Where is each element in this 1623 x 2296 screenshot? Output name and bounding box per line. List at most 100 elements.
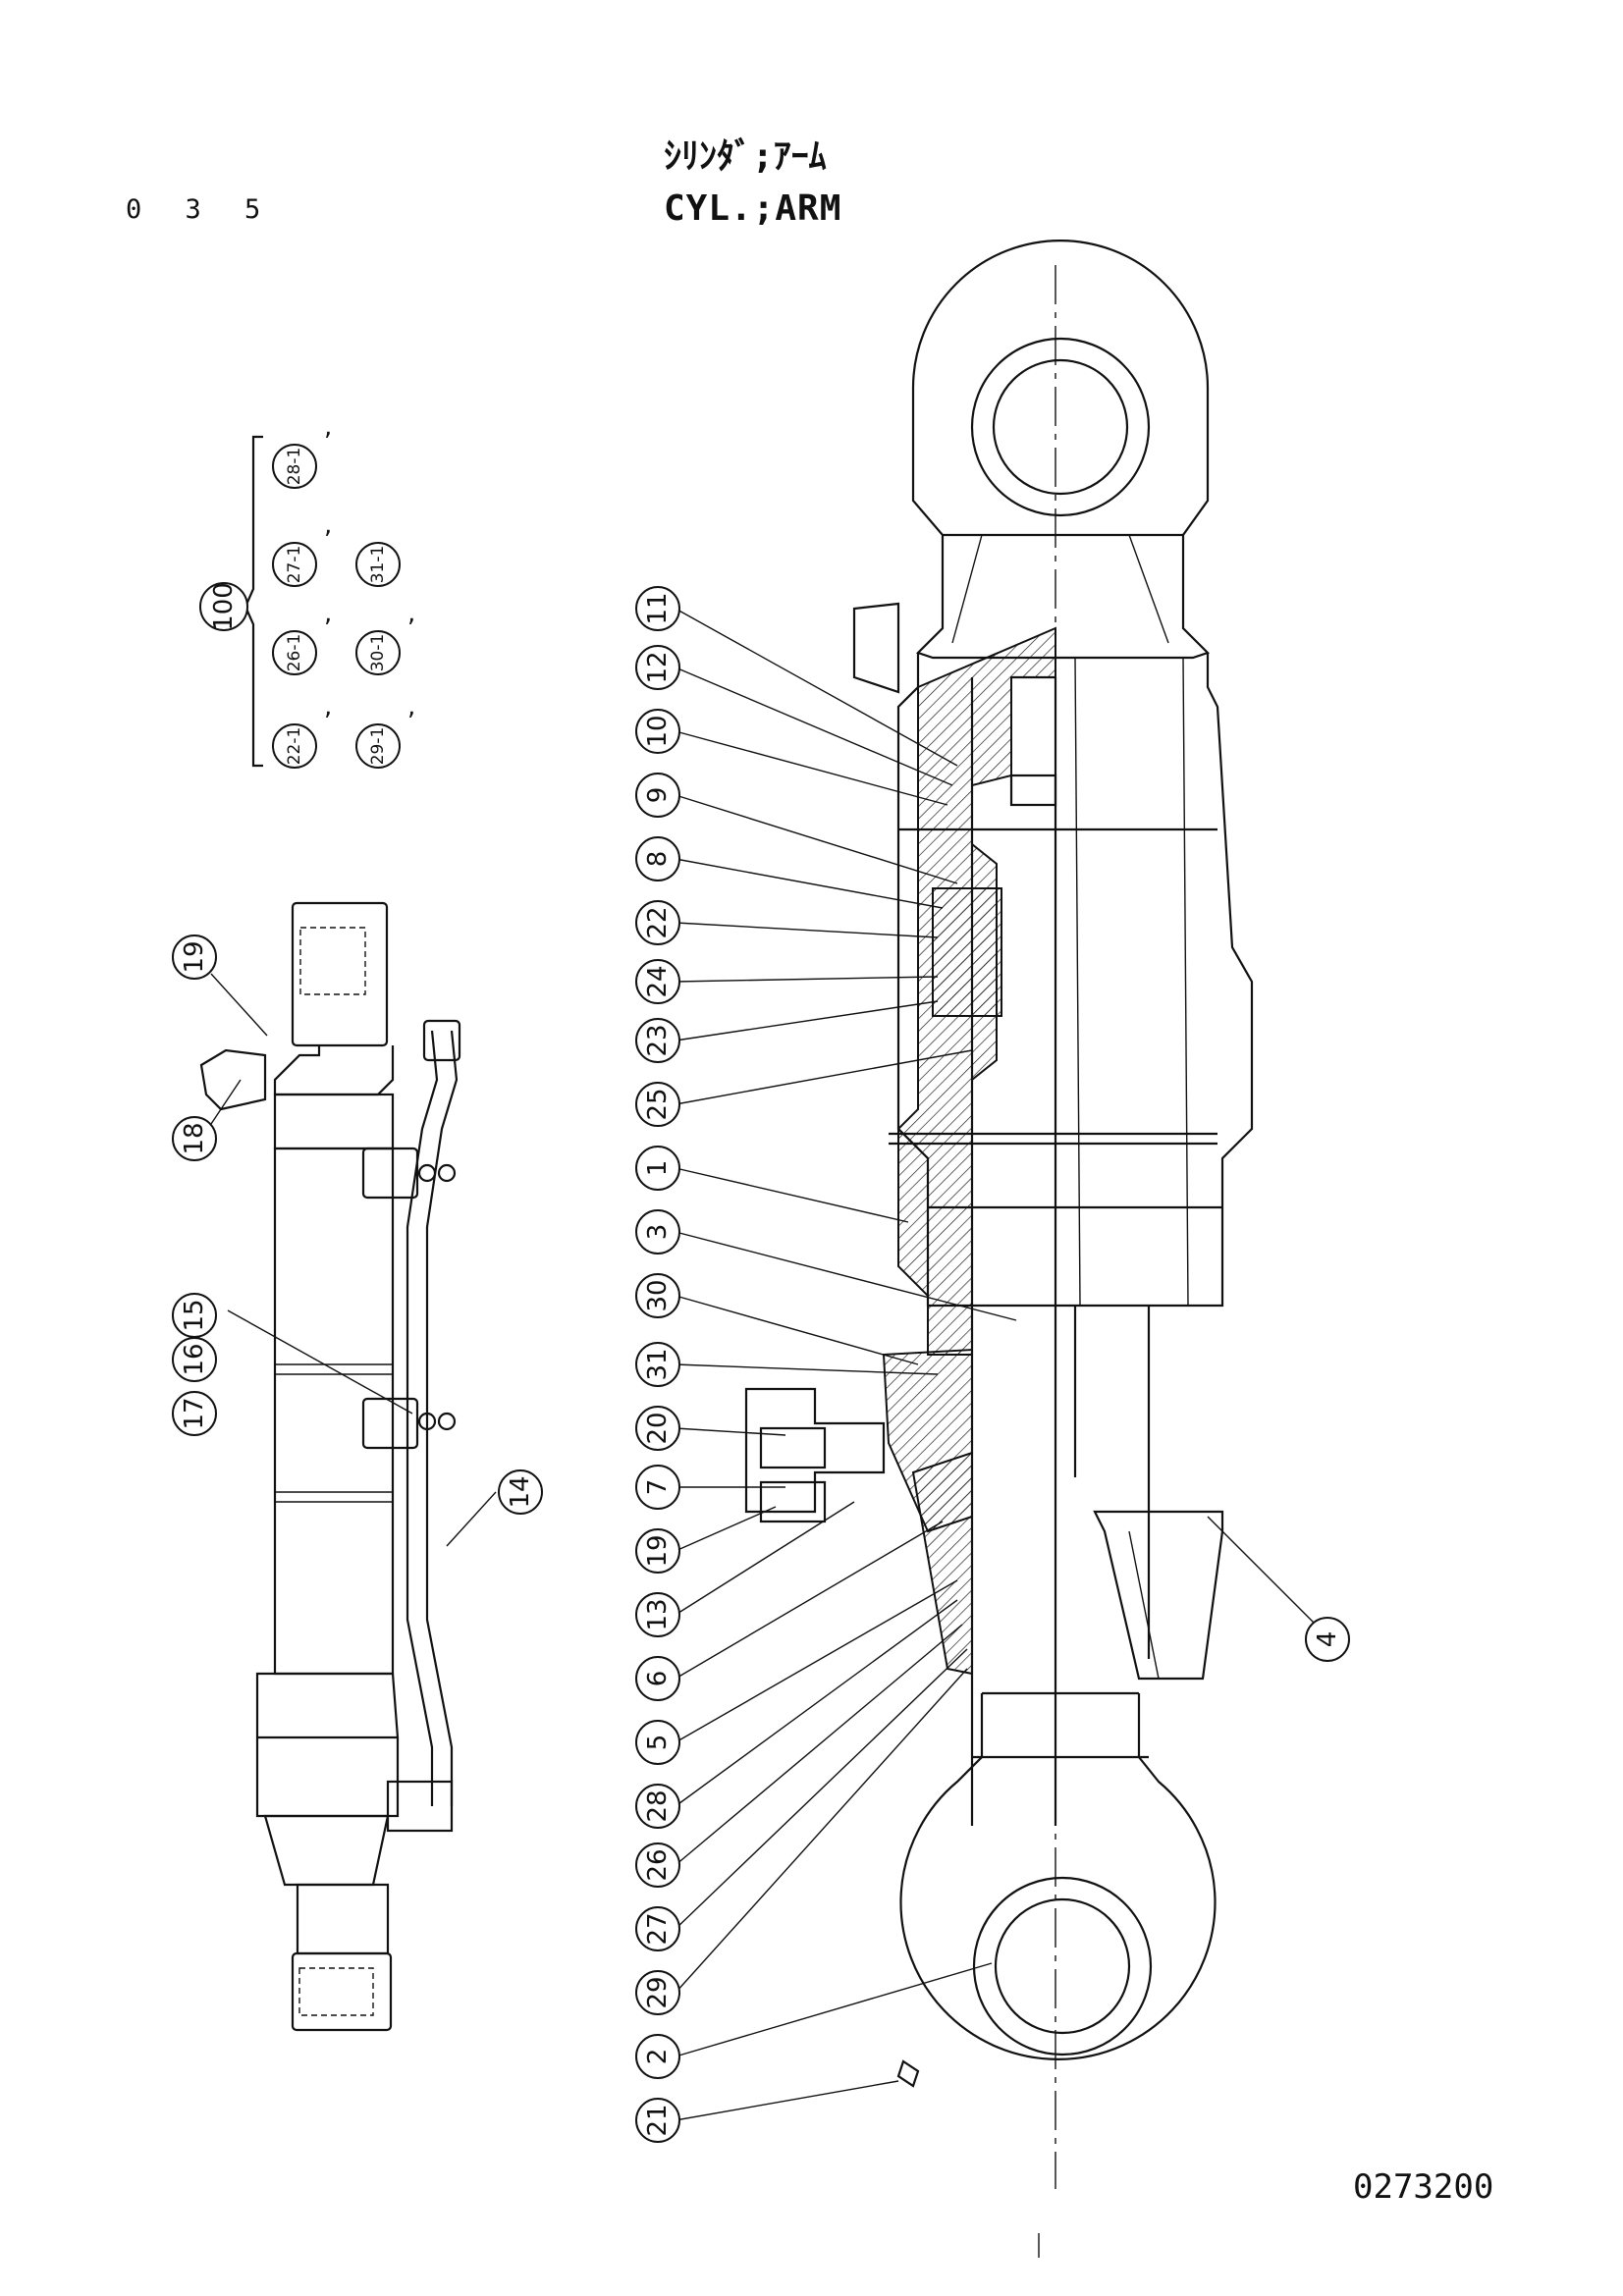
- main-section-view: [744, 239, 1254, 2258]
- section-callout-23-7: 23: [635, 1018, 680, 1063]
- piston-rod: [970, 675, 1057, 1826]
- side-callout-19-0: 19: [172, 934, 217, 980]
- side-external-view: [199, 901, 461, 2032]
- section-callout-5-18-label: 5: [643, 1735, 673, 1751]
- section-callout-20-13: 20: [635, 1406, 680, 1451]
- section-callout-19-15-label: 19: [643, 1534, 673, 1567]
- kit-item-28-1-label: 28-1: [285, 448, 304, 486]
- section-callout-28-19-circle: [635, 1784, 680, 1829]
- cushion-shroud: [1093, 1510, 1224, 1681]
- kit-item-26-1-circle: [272, 630, 317, 675]
- section-callout-22-5: 22: [635, 900, 680, 945]
- kit-item-27-1: 27-1: [272, 542, 317, 587]
- side-callout-17-4: 17: [172, 1391, 217, 1436]
- section-callout-20-13-circle: [635, 1406, 680, 1451]
- section-callout-13-16-label: 13: [643, 1598, 673, 1630]
- section-leaders: [675, 608, 1317, 2121]
- section-callout-23-7-label: 23: [643, 1024, 673, 1056]
- section-callout-7-14-circle: [635, 1465, 680, 1510]
- section-callout-26-20-circle: [635, 1842, 680, 1888]
- section-callout-28-19-label: 28: [643, 1789, 673, 1822]
- section-callout-21-24-label: 21: [643, 2104, 673, 2136]
- section-callout-30-11-label: 30: [643, 1279, 673, 1311]
- section-callout-30-11-circle: [635, 1273, 680, 1318]
- kit-separator: ,: [407, 599, 415, 628]
- kit-item-29-1-label: 29-1: [368, 727, 388, 766]
- section-callout-6-17: 6: [635, 1656, 680, 1701]
- rod-end-eye: [896, 1691, 1217, 2088]
- kit-item-29-1-circle: [355, 723, 401, 769]
- rod-port-block: [744, 1387, 886, 1514]
- section-callout-25-8-label: 25: [643, 1088, 673, 1120]
- section-callout-7-14: 7: [635, 1465, 680, 1510]
- section-callout-12-1: 12: [635, 645, 680, 690]
- section-callout-9-3-label: 9: [643, 787, 673, 804]
- head-port: [852, 602, 900, 694]
- section-callout-2-23: 2: [635, 2034, 680, 2079]
- section-callout-2-23-circle: [635, 2034, 680, 2079]
- kit-item-30-1-label: 30-1: [368, 634, 388, 672]
- section-callout-12-1-circle: [635, 645, 680, 690]
- section-callout-25-8-circle: [635, 1082, 680, 1127]
- section-callout-13-16-circle: [635, 1592, 680, 1637]
- section-callout-31-12-label: 31: [643, 1348, 673, 1380]
- section-callout-8-4-circle: [635, 836, 680, 881]
- side-callout-19-0-label: 19: [180, 940, 209, 973]
- section-callout-group: 1112109822242325133031207191365282627292…: [635, 586, 680, 2143]
- section-callout-23-7-circle: [635, 1018, 680, 1063]
- side-callout-15-2: 15: [172, 1293, 217, 1338]
- section-callout-26-20: 26: [635, 1842, 680, 1888]
- kit-separator: ,: [324, 692, 332, 721]
- section-callout-9-3: 9: [635, 773, 680, 818]
- kit-item-31-1-label: 31-1: [368, 546, 388, 584]
- kit-item-27-1-label: 27-1: [285, 546, 304, 584]
- kit-separator: ,: [324, 412, 332, 442]
- section-callout-19-15: 19: [635, 1528, 680, 1574]
- section-callout-24-6: 24: [635, 959, 680, 1004]
- kit-item-26-1: 26-1: [272, 630, 317, 675]
- side-callout-16-3-label: 16: [180, 1343, 209, 1375]
- side-callout-16-3-circle: [172, 1337, 217, 1382]
- side-callout-18-1-label: 18: [180, 1122, 209, 1154]
- section-callout-11-0-circle: [635, 586, 680, 631]
- section-callout-31-12-circle: [635, 1342, 680, 1387]
- side-top-clevis: [291, 901, 389, 1047]
- section-callout-29-22-label: 29: [643, 1976, 673, 2008]
- section-callout-24-6-label: 24: [643, 965, 673, 997]
- page-number: 0 3 5: [126, 194, 275, 225]
- side-callout-4-6-circle: [1305, 1617, 1350, 1662]
- side-callout-18-1-circle: [172, 1116, 217, 1161]
- section-callout-25-8: 25: [635, 1082, 680, 1127]
- section-callout-24-6-circle: [635, 959, 680, 1004]
- kit-item-28-1-circle: [272, 444, 317, 489]
- kit-bracket: [243, 435, 263, 768]
- side-callout-4-6: 4: [1305, 1617, 1350, 1662]
- section-callout-3-10: 3: [635, 1209, 680, 1255]
- section-callout-6-17-circle: [635, 1656, 680, 1701]
- kit-item-31-1-circle: [355, 542, 401, 587]
- section-callout-13-16: 13: [635, 1592, 680, 1637]
- section-callout-6-17-label: 6: [643, 1671, 673, 1687]
- section-callout-8-4-label: 8: [643, 851, 673, 868]
- side-callout-17-4-label: 17: [180, 1397, 209, 1429]
- kit-separator: ,: [407, 692, 415, 721]
- section-callout-1-9-label: 1: [643, 1160, 673, 1177]
- side-callout-14-5-label: 14: [506, 1475, 535, 1508]
- section-callout-26-20-label: 26: [643, 1848, 673, 1881]
- kit-item-30-1-circle: [355, 630, 401, 675]
- side-callout-14-5: 14: [498, 1469, 543, 1515]
- section-callout-27-21: 27: [635, 1906, 680, 1951]
- kit-item-29-1: 29-1: [355, 723, 401, 769]
- side-callout-15-2-label: 15: [180, 1299, 209, 1331]
- section-callout-5-18-circle: [635, 1720, 680, 1765]
- kit-item-22-1: 22-1: [272, 723, 317, 769]
- side-callout-18-1: 18: [172, 1116, 217, 1161]
- section-callout-30-11: 30: [635, 1273, 680, 1318]
- section-callout-19-15-circle: [635, 1528, 680, 1574]
- section-callout-2-23-label: 2: [643, 2049, 673, 2065]
- piston: [932, 887, 1002, 1017]
- side-callout-19-0-circle: [172, 934, 217, 980]
- side-callout-16-3: 16: [172, 1337, 217, 1382]
